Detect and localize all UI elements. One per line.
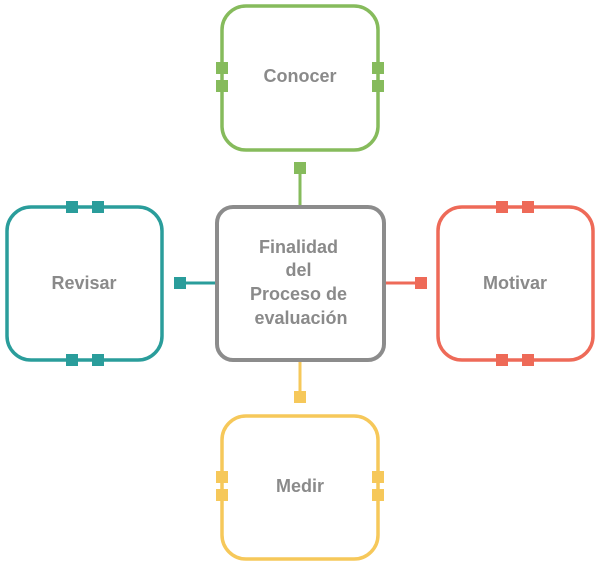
node-medir-tab — [372, 489, 384, 501]
node-revisar-tab — [92, 354, 104, 366]
node-conocer: Conocer — [216, 4, 384, 152]
node-center-line: del — [285, 260, 311, 280]
connector-left-square — [174, 277, 186, 289]
connector-top-square — [294, 162, 306, 174]
node-center-line: evaluación — [254, 308, 347, 328]
node-center-line: Finalidad — [259, 237, 338, 257]
node-center-line: Proceso de — [250, 284, 347, 304]
node-conocer-tab — [216, 62, 228, 74]
node-revisar-tab — [66, 354, 78, 366]
node-revisar-tab — [66, 201, 78, 213]
connector-right-square — [415, 277, 427, 289]
node-medir-label: Medir — [276, 476, 324, 496]
node-revisar: Revisar — [5, 201, 164, 366]
node-revisar-label: Revisar — [51, 273, 116, 293]
node-medir-tab — [216, 489, 228, 501]
node-conocer-tab — [372, 62, 384, 74]
node-motivar-tab — [522, 354, 534, 366]
connector-bottom-square — [294, 391, 306, 403]
node-medir-tab — [372, 471, 384, 483]
node-revisar-tab — [92, 201, 104, 213]
node-motivar-tab — [496, 354, 508, 366]
node-center-label: Finalidad del Proceso de evaluación — [250, 237, 352, 328]
node-motivar-tab — [496, 201, 508, 213]
node-medir: Medir — [216, 414, 384, 561]
node-conocer-tab — [372, 80, 384, 92]
node-conocer-label: Conocer — [263, 66, 336, 86]
node-center: Finalidad del Proceso de evaluación — [215, 205, 386, 362]
node-motivar-tab — [522, 201, 534, 213]
node-motivar: Motivar — [436, 201, 595, 366]
node-medir-tab — [216, 471, 228, 483]
node-conocer-tab — [216, 80, 228, 92]
node-motivar-label: Motivar — [483, 273, 547, 293]
